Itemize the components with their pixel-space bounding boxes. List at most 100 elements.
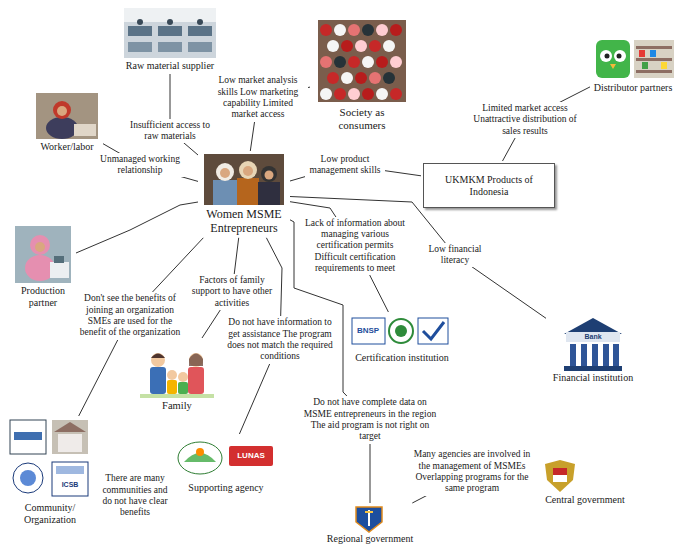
certification-logos xyxy=(389,319,413,343)
node-caption: Certification institution xyxy=(350,352,454,364)
certification-logos xyxy=(418,318,448,344)
agency-logos xyxy=(178,442,222,474)
bank-building xyxy=(564,366,622,371)
label-holder: Bank xyxy=(584,333,601,341)
logo-text: ICSB xyxy=(62,481,79,489)
regional-government-emblem xyxy=(356,507,382,532)
bank-building xyxy=(564,318,622,334)
distributor-logos xyxy=(636,46,672,49)
community-logos xyxy=(10,420,46,454)
node-caption: Women MSME Entrepreneurs xyxy=(200,207,288,236)
edge-label-holder: Many agencies are involved in the manage… xyxy=(411,448,533,496)
entrepreneurs-photo xyxy=(204,154,284,205)
edge-label: Low product management skills xyxy=(305,153,385,178)
community-logos xyxy=(58,434,82,452)
distributor-logos xyxy=(605,54,610,59)
family-cartoon xyxy=(178,372,188,382)
crowd-photo xyxy=(362,24,374,36)
central-government-emblem xyxy=(545,460,575,492)
crowd-photo xyxy=(362,88,374,100)
node-caption: Family xyxy=(136,400,218,413)
central-government-emblem xyxy=(553,468,567,475)
crowd-photo xyxy=(376,24,388,36)
community-logos xyxy=(10,420,88,496)
crowd-photo xyxy=(348,24,360,36)
community-logos xyxy=(56,466,84,474)
family-cartoon xyxy=(167,380,177,394)
community-logos xyxy=(54,422,86,432)
label-holder: BNSP xyxy=(357,327,379,336)
factory-photo xyxy=(158,42,182,52)
distributor-logos xyxy=(636,70,672,73)
crowd-photo xyxy=(390,24,402,36)
family-cartoon xyxy=(189,354,203,367)
crowd-photo xyxy=(334,88,346,100)
community-logos xyxy=(13,463,43,493)
actor-node: Supporting agency xyxy=(176,436,276,494)
edge-label-holder: Limited market access Unattractive distr… xyxy=(470,102,580,138)
factory-photo xyxy=(188,42,212,52)
entrepreneurs-photo xyxy=(216,163,234,181)
node-caption: Financial institution xyxy=(548,372,638,384)
crowd-photo xyxy=(390,56,402,68)
crowd-photo xyxy=(383,72,395,84)
entrepreneurs-photo xyxy=(237,178,259,205)
edge-label-holder: Unmanaged working relationship xyxy=(93,153,188,178)
factory-photo xyxy=(137,19,143,25)
node-caption: Raw material supplier xyxy=(120,60,220,72)
edge-label-holder: Low product management skills xyxy=(305,153,385,178)
edge-label-holder: Factors of family support to have other … xyxy=(188,274,276,310)
node-caption: Regional government xyxy=(318,533,422,545)
distributor-logos xyxy=(610,64,616,69)
crowd-photo xyxy=(362,56,374,68)
actor-node: Society as consumers xyxy=(312,20,412,132)
process-box: UKMKM Products of Indonesia xyxy=(423,163,555,208)
entrepreneurs-photo xyxy=(243,166,253,176)
distributor-logos xyxy=(636,58,672,61)
family-cartoon xyxy=(151,353,165,367)
bank-building xyxy=(564,318,622,371)
crowd-photo xyxy=(383,40,395,52)
factory-photo xyxy=(167,19,173,25)
entrepreneurs-photo xyxy=(239,161,257,179)
actor-node: Community/ Organization xyxy=(6,418,94,526)
edge-label-holder: Do not have information to get assistanc… xyxy=(223,316,337,364)
bank-building xyxy=(581,344,587,366)
family-cartoon xyxy=(140,394,214,398)
edge-label: Low financial literacy xyxy=(424,243,486,268)
crowd-photo xyxy=(376,56,388,68)
edge-label: Lack of information about managing vario… xyxy=(300,217,410,276)
distributor-logos xyxy=(596,40,674,78)
logo-text: LUNAS xyxy=(237,452,265,461)
crowd-photo xyxy=(334,24,346,36)
edge-label: Factors of family support to have other … xyxy=(188,274,276,310)
factory-photo xyxy=(128,42,152,52)
node-caption: Production partner xyxy=(12,285,74,309)
distributor-logos xyxy=(639,50,645,57)
entrepreneurs-photo xyxy=(220,168,230,178)
actor-node: Certification institution xyxy=(350,314,454,364)
crowd-photo xyxy=(341,72,353,84)
family-cartoon xyxy=(189,353,203,367)
community-logos xyxy=(52,462,88,496)
certification-logos xyxy=(423,322,444,339)
distributor-logos xyxy=(650,50,656,57)
community-logos xyxy=(20,470,36,486)
edge-label: Limited market access Unattractive distr… xyxy=(470,102,580,138)
crowd-photo xyxy=(320,88,332,100)
entrepreneurs-photo xyxy=(258,182,280,205)
entrepreneurs-photo xyxy=(204,154,284,205)
label-holder: LUNAS xyxy=(237,452,265,461)
agency-logos xyxy=(178,442,273,474)
crowd-photo xyxy=(348,88,360,100)
label-holder: ICSB xyxy=(62,481,79,489)
note-label: There are many communities and do not ha… xyxy=(95,472,175,520)
agency-logos xyxy=(229,446,273,466)
edge-label-holder: Don't see the benefits of joining an org… xyxy=(74,292,186,340)
factory-photo xyxy=(124,8,216,58)
actor-node: Financial institution xyxy=(548,318,638,384)
edge-label: Many agencies are involved in the manage… xyxy=(411,448,533,496)
worker-photo xyxy=(53,101,71,119)
actor-node: Central government xyxy=(535,458,635,506)
